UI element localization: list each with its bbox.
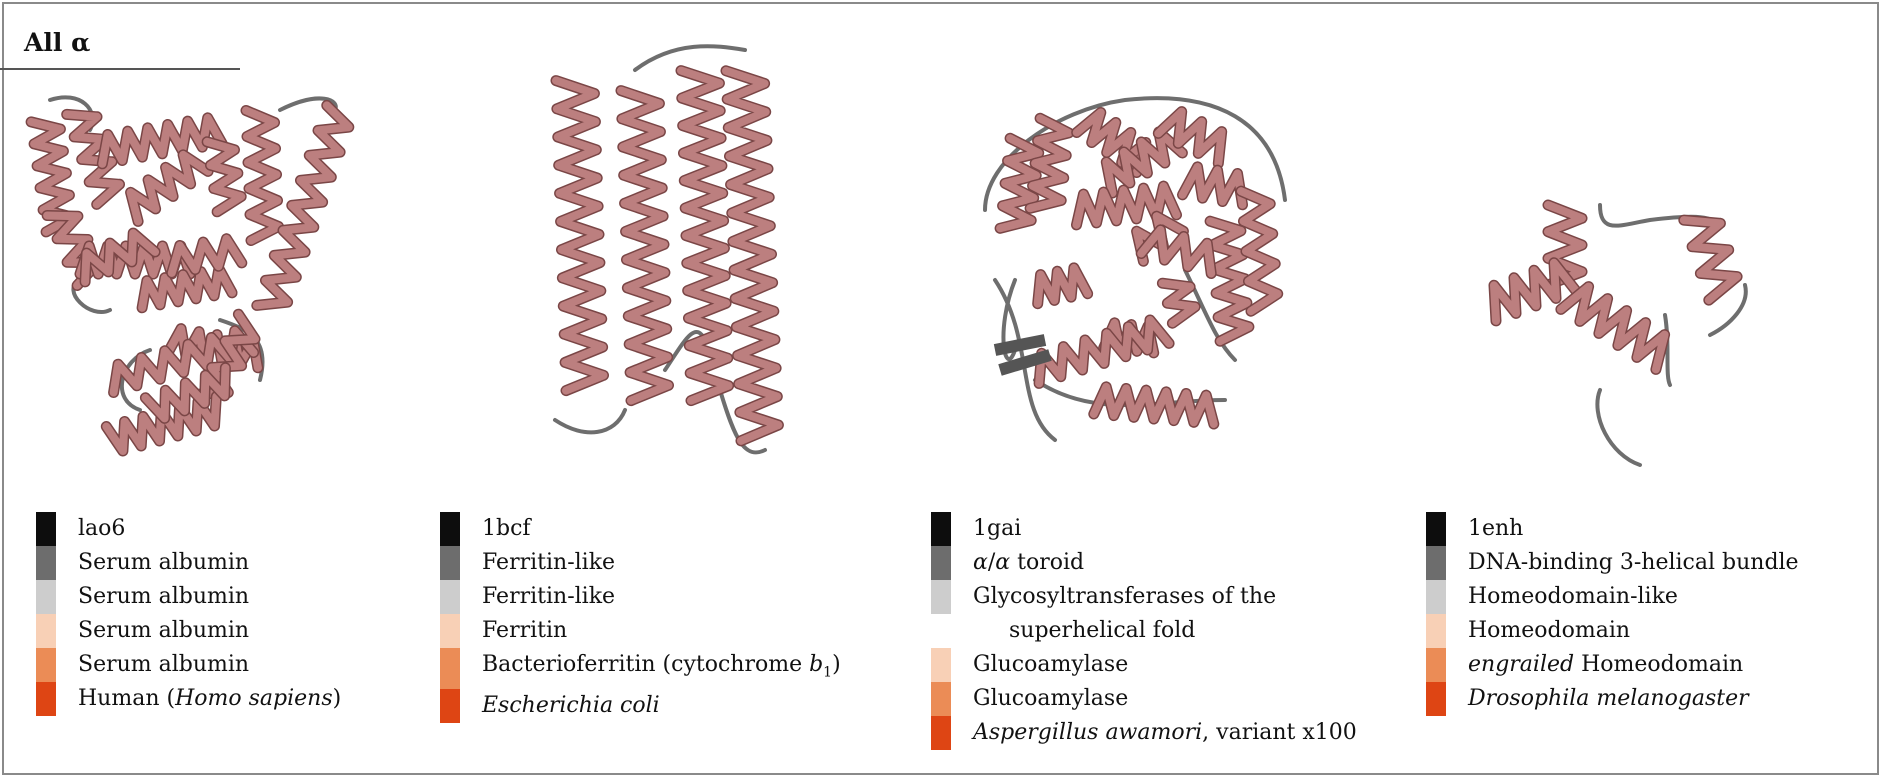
legend-superfamily: Ferritin	[482, 614, 567, 648]
legend-superfamily: Serum albumin	[78, 614, 249, 648]
legend-row: Glucoamylase	[931, 682, 1357, 716]
level-swatch	[36, 580, 56, 614]
legend-fold: Homeodomain-like	[1468, 580, 1678, 614]
helix-ribbon	[67, 114, 120, 204]
legend-id: 1enh	[1468, 512, 1523, 546]
legend-species: Drosophila melanogaster	[1468, 682, 1749, 716]
legend-superfamily: Glucoamylase	[973, 648, 1128, 682]
legend-family: Glucoamylase	[973, 682, 1128, 716]
legend-row: Serum albumin	[36, 648, 341, 682]
legend-superfamily: Homeodomain	[1468, 614, 1630, 648]
legend-row: 1bcf	[440, 512, 841, 546]
legend-species: Escherichia coli	[482, 689, 660, 723]
legend-class: Serum albumin	[78, 546, 249, 580]
legend-id: lao6	[78, 512, 125, 546]
legend-id: 1bcf	[482, 512, 531, 546]
legend-row: Bacterioferritin (cytochrome b1)	[440, 648, 841, 689]
level-swatch	[931, 648, 951, 682]
level-swatch	[36, 546, 56, 580]
level-swatch	[931, 580, 951, 614]
legend-row: Ferritin-like	[440, 546, 841, 580]
legend-row: Homeodomain-like	[1426, 580, 1799, 614]
section-title-text: All α	[24, 28, 90, 57]
level-swatch	[440, 512, 460, 546]
legend-row: Ferritin	[440, 614, 841, 648]
legend-row: Ferritin-like	[440, 580, 841, 614]
level-swatch	[440, 689, 460, 723]
level-swatch	[36, 512, 56, 546]
level-swatch	[931, 546, 951, 580]
legend-row: 1gai	[931, 512, 1357, 546]
legend-row: Homeodomain	[1426, 614, 1799, 648]
legend-row: lao6	[36, 512, 341, 546]
level-swatch	[1426, 682, 1446, 716]
legend-row: Aspergillus awamori, variant x100	[931, 716, 1357, 750]
level-swatch	[440, 614, 460, 648]
level-swatch	[1426, 648, 1446, 682]
legend-row: α/α toroid	[931, 546, 1357, 580]
legend-row: Drosophila melanogaster	[1426, 682, 1799, 716]
level-swatch	[440, 580, 460, 614]
title-rule	[0, 68, 240, 70]
legend-id: 1gai	[973, 512, 1021, 546]
legend-row: DNA-binding 3-helical bundle	[1426, 546, 1799, 580]
helix-ribbon	[1684, 220, 1737, 300]
section-title: All α	[24, 28, 90, 57]
legend-family: Serum albumin	[78, 648, 249, 682]
legend-row: engrailed Homeodomain	[1426, 648, 1799, 682]
level-swatch	[440, 648, 460, 689]
structure-1gai	[975, 80, 1335, 480]
legend-class: Ferritin-like	[482, 546, 615, 580]
legend-row: Serum albumin	[36, 580, 341, 614]
legend-row: Escherichia coli	[440, 689, 841, 723]
level-swatch	[1426, 512, 1446, 546]
legend-class: α/α toroid	[973, 546, 1084, 580]
helix-ribbon	[1183, 167, 1243, 205]
legend-panel-1: lao6 Serum albumin Serum albumin Serum a…	[36, 512, 341, 716]
legend-class: DNA-binding 3-helical bundle	[1468, 546, 1799, 580]
helix-ribbon	[1141, 230, 1211, 274]
legend-fold: Serum albumin	[78, 580, 249, 614]
level-swatch	[1426, 546, 1446, 580]
legend-row: Human (Homo sapiens)	[36, 682, 341, 716]
structure-1bcf	[545, 40, 805, 490]
legend-species: Human (Homo sapiens)	[78, 682, 341, 716]
legend-row: 1enh	[1426, 512, 1799, 546]
level-swatch	[36, 682, 56, 716]
structure-1enh	[1470, 195, 1780, 475]
legend-panel-2: 1bcf Ferritin-like Ferritin-like Ferriti…	[440, 512, 841, 723]
level-swatch	[931, 512, 951, 546]
legend-row: Glucoamylase	[931, 648, 1357, 682]
legend-row: Serum albumin	[36, 546, 341, 580]
legend-row: Serum albumin	[36, 614, 341, 648]
legend-fold: Ferritin-like	[482, 580, 615, 614]
level-swatch	[440, 546, 460, 580]
level-swatch	[1426, 614, 1446, 648]
level-swatch	[931, 716, 951, 750]
legend-panel-4: 1enh DNA-binding 3-helical bundle Homeod…	[1426, 512, 1799, 716]
legend-family: Bacterioferritin (cytochrome b1)	[482, 648, 841, 689]
legend-species: Aspergillus awamori, variant x100	[973, 716, 1357, 750]
legend-family: engrailed Homeodomain	[1468, 648, 1743, 682]
legend-panel-3: 1gai α/α toroid Glycosyltransferases of …	[931, 512, 1357, 750]
level-swatch	[36, 648, 56, 682]
level-swatch	[931, 682, 951, 716]
structure-1ao6	[20, 80, 440, 490]
level-swatch	[1426, 580, 1446, 614]
level-swatch	[36, 614, 56, 648]
